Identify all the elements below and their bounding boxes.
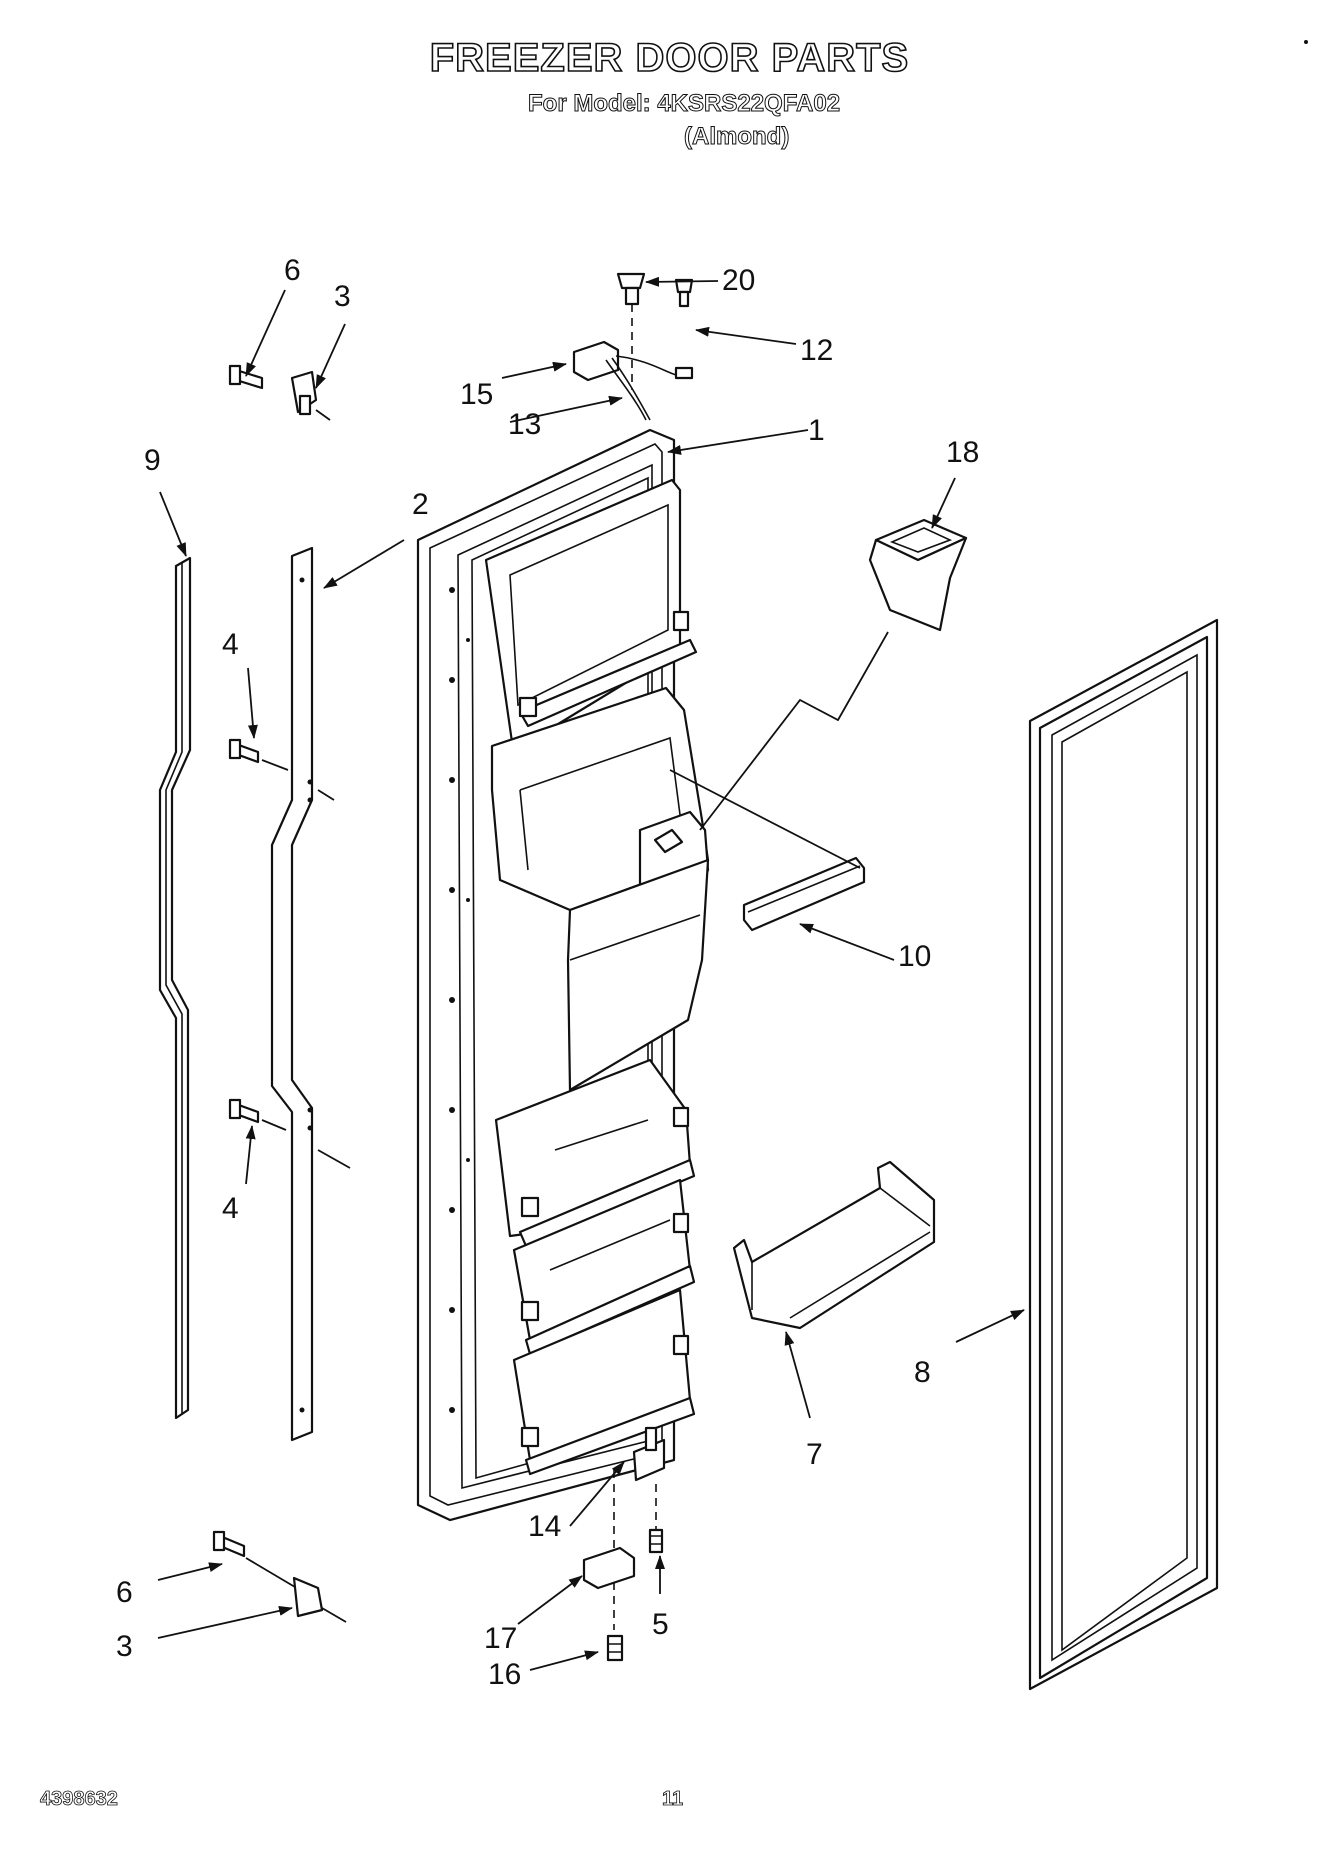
part-15-connector	[572, 340, 694, 421]
part-20-plug	[616, 272, 646, 390]
callout-3-bottom: 3	[116, 1630, 133, 1663]
callout-18: 18	[946, 436, 979, 469]
part-8-gasket	[1028, 618, 1219, 1691]
callout-20: 20	[722, 264, 755, 297]
model-line: For Model: 4KSRS22QFA02	[527, 90, 841, 118]
part-17-bracket	[582, 1546, 636, 1590]
corner-mark	[1304, 40, 1308, 44]
leader-lines	[157, 276, 1025, 1671]
part-1-door-liner	[416, 428, 710, 1522]
part-2-trim	[270, 546, 351, 1442]
callout-14: 14	[528, 1510, 561, 1543]
callout-labels: 6 3 20 12 15 13 1 9 18 2 4 10 4 8 7 14 6…	[116, 254, 979, 1691]
part-16-screw	[606, 1634, 624, 1662]
part-10-bracket	[669, 769, 866, 932]
callout-6-bottom: 6	[116, 1576, 133, 1609]
part-4-screw-upper	[228, 738, 289, 771]
callout-9: 9	[144, 444, 161, 477]
diagram-title: FREEZER DOOR PARTS	[429, 35, 910, 81]
callout-13: 13	[508, 408, 541, 441]
part-6-screw-top	[228, 364, 264, 390]
callout-2: 2	[412, 488, 429, 521]
callout-10: 10	[898, 940, 931, 973]
callout-6-top: 6	[284, 254, 301, 287]
page-number: 11	[662, 1788, 684, 1811]
part-4-screw-lower	[228, 1098, 287, 1131]
callout-1: 1	[808, 414, 825, 447]
callout-8: 8	[914, 1356, 931, 1389]
callout-7: 7	[806, 1438, 823, 1471]
part-14-hinge	[613, 1426, 666, 1630]
callout-5: 5	[652, 1608, 669, 1641]
callout-16: 16	[488, 1658, 521, 1691]
part-7-bin	[732, 1160, 936, 1330]
callout-4-upper: 4	[222, 628, 239, 661]
color-line: (Almond)	[683, 123, 790, 151]
part-5-screw	[648, 1528, 664, 1554]
part-18-chute	[699, 518, 968, 831]
part-3-cap-bottom	[292, 1576, 347, 1623]
callout-12: 12	[800, 334, 833, 367]
callout-17: 17	[484, 1622, 517, 1655]
part-9-strip	[158, 556, 192, 1420]
callout-4-lower: 4	[222, 1192, 239, 1225]
callout-3-top: 3	[334, 280, 351, 313]
document-number: 4398632	[40, 1788, 119, 1811]
part-3-cap-top	[290, 370, 331, 421]
part-6-screw-bottom	[212, 1530, 301, 1591]
part-12-screw	[674, 278, 694, 308]
callout-15: 15	[460, 378, 493, 411]
